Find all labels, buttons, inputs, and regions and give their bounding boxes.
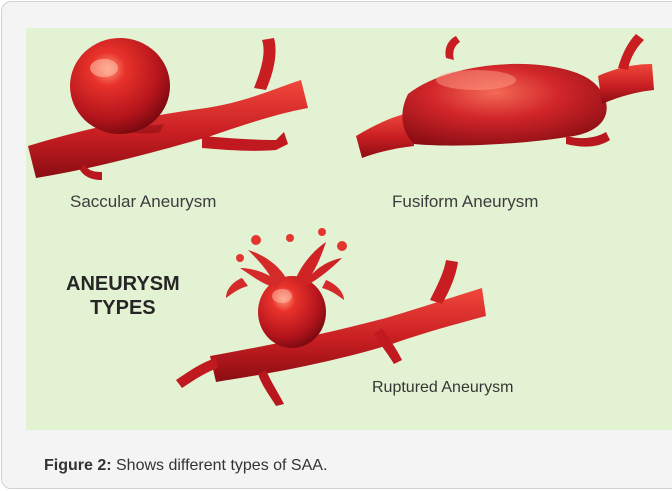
figure-caption-text: Shows different types of SAA.: [112, 457, 328, 474]
aneurysm-types-title: ANEURYSM TYPES: [66, 272, 180, 320]
aneurysm-types-drawing: [26, 28, 672, 430]
fusiform-aneurysm-label: Fusiform Aneurysm: [392, 192, 538, 212]
saccular-aneurysm-drawing: [28, 38, 308, 180]
aneurysm-illustration: Saccular Aneurysm Fusiform Aneurysm ANEU…: [26, 28, 672, 430]
figure-caption-label: Figure 2:: [44, 457, 112, 474]
saccular-aneurysm-label: Saccular Aneurysm: [70, 192, 216, 212]
aneurysm-types-title-line1: ANEURYSM: [66, 272, 180, 296]
figure-caption: Figure 2: Shows different types of SAA.: [44, 457, 327, 475]
aneurysm-types-title-line2: TYPES: [66, 296, 180, 320]
ruptured-aneurysm-label: Ruptured Aneurysm: [372, 379, 513, 397]
fusiform-aneurysm-drawing: [356, 34, 654, 158]
